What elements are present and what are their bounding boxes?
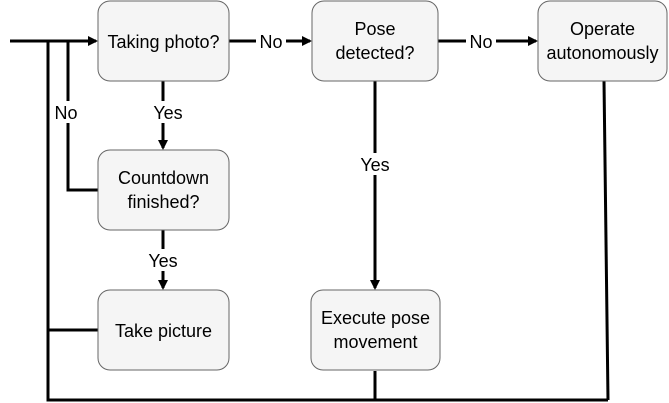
edge-bottom-return-loop	[46, 41, 608, 402]
edge-label-text: No	[469, 32, 492, 52]
node-label-line1: Operate	[570, 19, 635, 39]
node-operate-autonomously: Operate autonomously	[537, 0, 668, 82]
edge-label-photo-to-pose: No	[256, 30, 286, 52]
node-label-line2: movement	[333, 332, 417, 352]
edge-countdown-loop-no	[66, 41, 98, 192]
edge-label-pose-to-operate: No	[466, 30, 496, 52]
node-label-line1: Execute pose	[321, 308, 430, 328]
edge-label-photo-to-countdown: Yes	[149, 101, 187, 123]
edge-label-text: No	[259, 32, 282, 52]
node-label-line2: finished?	[127, 192, 199, 212]
edge-label-pose-to-execute: Yes	[356, 153, 394, 175]
node-take-picture: Take picture	[97, 289, 230, 371]
edge-label-text: Yes	[148, 251, 177, 271]
node-pose-detected: Pose detected?	[311, 0, 439, 82]
edge-label-countdown-loop: No	[51, 101, 81, 123]
node-label-line2: detected?	[335, 43, 414, 63]
edge-label-countdown-to-take: Yes	[144, 249, 182, 271]
node-label-line2: autonomously	[546, 43, 658, 63]
edge-operate-return	[602, 80, 610, 401]
edge-label-text: No	[54, 103, 77, 123]
node-label-line1: Pose	[354, 19, 395, 39]
edge-label-text: Yes	[360, 155, 389, 175]
node-label: Taking photo?	[107, 32, 219, 52]
node-label-line1: Countdown	[118, 168, 209, 188]
node-label: Take picture	[115, 321, 212, 341]
node-countdown-finished: Countdown finished?	[97, 149, 230, 231]
node-taking-photo: Taking photo?	[97, 0, 230, 82]
edge-label-text: Yes	[153, 103, 182, 123]
node-execute-pose-movement: Execute pose movement	[310, 289, 441, 371]
